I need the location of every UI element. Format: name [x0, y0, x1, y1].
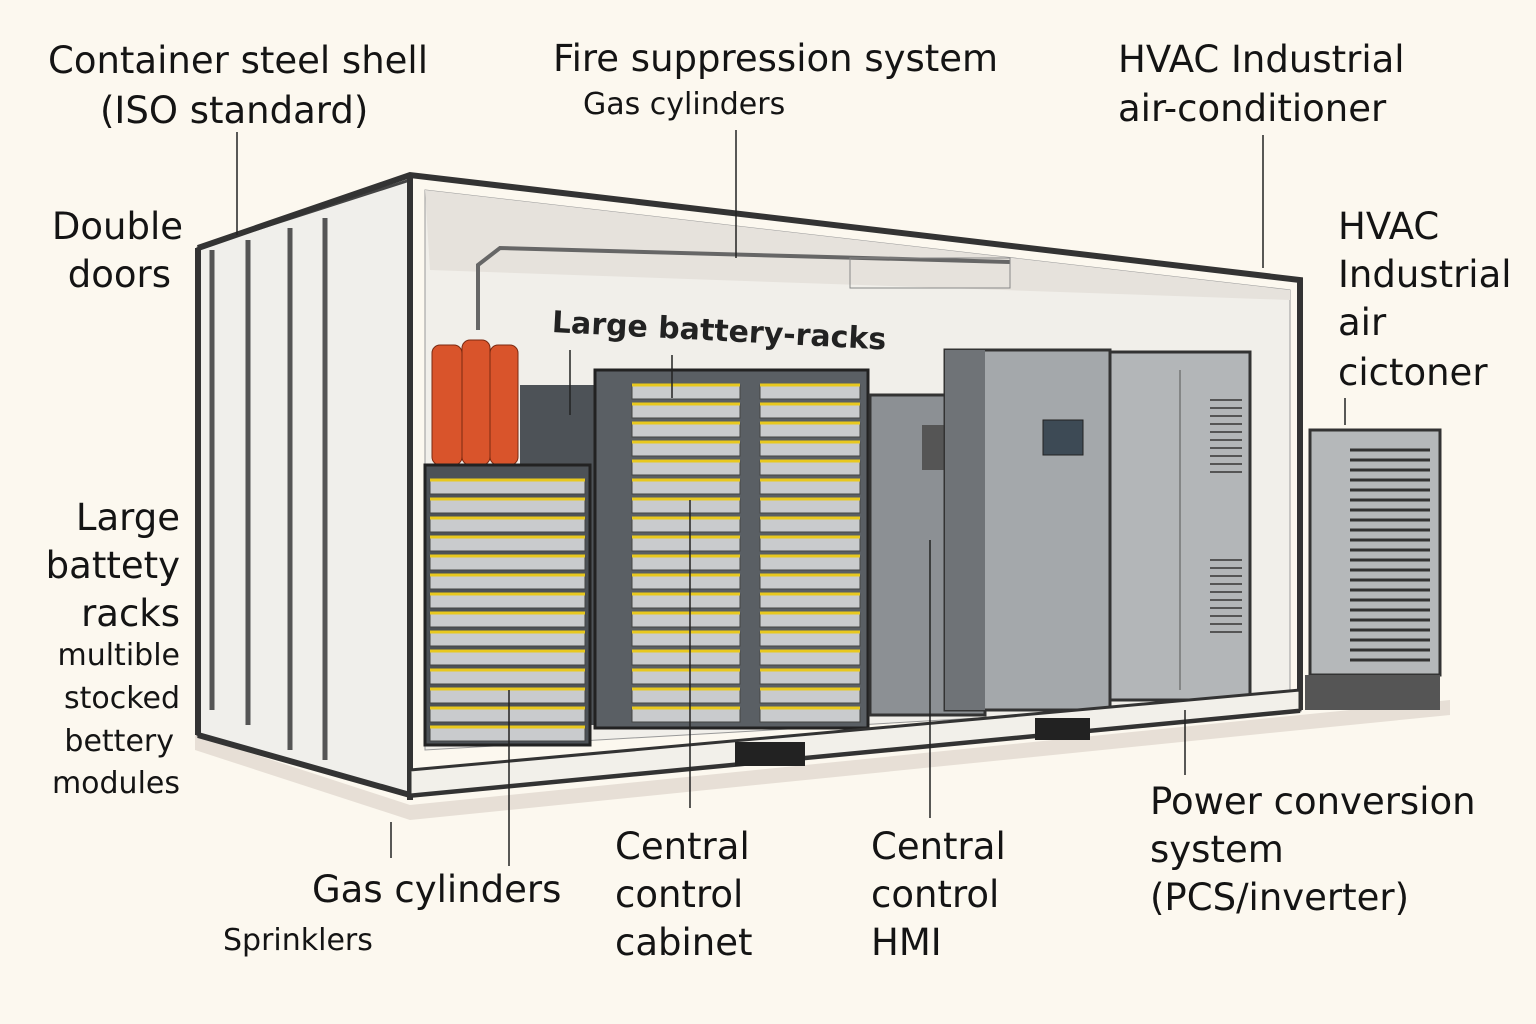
battery-module [759, 688, 861, 704]
battery-module [759, 384, 861, 400]
battery-module [631, 650, 741, 666]
battery-module [631, 460, 741, 476]
label-control-cabinet: control [615, 873, 744, 916]
battery-module [759, 574, 861, 590]
label-battery-racks: battety [45, 544, 180, 587]
label-hvac-right: HVAC [1338, 205, 1440, 248]
battery-module [759, 555, 861, 571]
battery-module [429, 726, 586, 742]
label-container-shell-sub: (ISO standard) [100, 89, 369, 132]
label-control-cabinet: cabinet [615, 921, 753, 964]
ceiling-vent [849, 257, 1011, 289]
battery-module [759, 631, 861, 647]
battery-module [429, 517, 586, 533]
label-container-shell: Container steel shell [48, 39, 428, 82]
battery-module [631, 612, 741, 628]
battery-module [429, 593, 586, 609]
label-hvac-top: HVAC Industrial [1118, 38, 1405, 81]
battery-module [631, 669, 741, 685]
battery-module [631, 688, 741, 704]
battery-module [631, 403, 741, 419]
battery-module [631, 422, 741, 438]
forklift-pocket [735, 742, 805, 766]
label-hvac-top-2: air-conditioner [1118, 87, 1387, 130]
label-hvac-right: cictoner [1338, 351, 1488, 394]
battery-module [631, 707, 741, 723]
label-sprinklers: Sprinklers [223, 923, 373, 958]
door-locking-bars [209, 218, 328, 760]
label-pcs: system [1150, 828, 1284, 871]
battery-module [631, 498, 741, 514]
hmi-screen [1042, 419, 1084, 456]
battery-module [429, 707, 586, 723]
label-fire-suppression: Fire suppression system [553, 37, 999, 80]
battery-module [631, 574, 741, 590]
battery-module [429, 669, 586, 685]
battery-module [631, 631, 741, 647]
battery-module [759, 460, 861, 476]
battery-module [759, 593, 861, 609]
battery-module [759, 498, 861, 514]
battery-module [631, 479, 741, 495]
pcs-side [945, 350, 985, 710]
battery-module [631, 555, 741, 571]
battery-module [759, 612, 861, 628]
battery-module [759, 422, 861, 438]
battery-module [759, 479, 861, 495]
battery-module [631, 536, 741, 552]
battery-module [429, 574, 586, 590]
label-battery-racks: Large [75, 496, 180, 539]
battery-module [429, 688, 586, 704]
battery-module [631, 384, 741, 400]
label-double-doors: doors [67, 253, 171, 296]
battery-module [759, 517, 861, 533]
bottom-rail [408, 688, 1302, 797]
forklift-pocket [1035, 718, 1090, 740]
label-battery-racks-sub: stocked [63, 681, 180, 716]
battery-module [429, 479, 586, 495]
battery-module [429, 536, 586, 552]
label-pcs: Power conversion [1150, 780, 1476, 823]
label-hvac-right: air [1338, 301, 1387, 344]
hvac-base [1305, 675, 1440, 710]
inverter-vents [1210, 399, 1242, 633]
label-gas-cylinders: Gas cylinders [312, 868, 562, 911]
label-battery-racks-sub: multible [57, 638, 180, 673]
battery-module [429, 555, 586, 571]
battery-module [759, 441, 861, 457]
label-double-doors: Double [51, 205, 183, 248]
battery-module [631, 441, 741, 457]
suppression-pipe [476, 245, 1011, 330]
label-control-hmi: control [871, 873, 1000, 916]
battery-module [759, 669, 861, 685]
label-battery-racks-sub: modules [51, 766, 180, 801]
label-battery-racks: racks [81, 592, 180, 635]
hvac-unit [1308, 428, 1442, 677]
label-control-hmi: Central [871, 825, 1006, 868]
battery-module [631, 517, 741, 533]
leader-lines [236, 130, 1346, 866]
label-control-hmi: HMI [871, 921, 942, 964]
label-pcs: (PCS/inverter) [1150, 876, 1410, 919]
battery-module [429, 650, 586, 666]
label-fire-suppression-sub: Gas cylinders [583, 87, 786, 122]
battery-module [631, 593, 741, 609]
hvac-grille [1350, 448, 1430, 662]
battery-modules [429, 383, 861, 742]
ceiling [425, 190, 1290, 300]
battery-module [429, 631, 586, 647]
battery-module [759, 707, 861, 723]
battery-module [429, 498, 586, 514]
label-battery-racks-sub: bettery [64, 724, 174, 759]
battery-module [429, 612, 586, 628]
battery-module [759, 536, 861, 552]
gas-cylinders [431, 339, 519, 466]
battery-module [759, 650, 861, 666]
battery-module [759, 403, 861, 419]
double-doors [196, 177, 412, 797]
label-control-cabinet: Central [615, 825, 750, 868]
label-hvac-right: Industrial [1338, 253, 1512, 296]
